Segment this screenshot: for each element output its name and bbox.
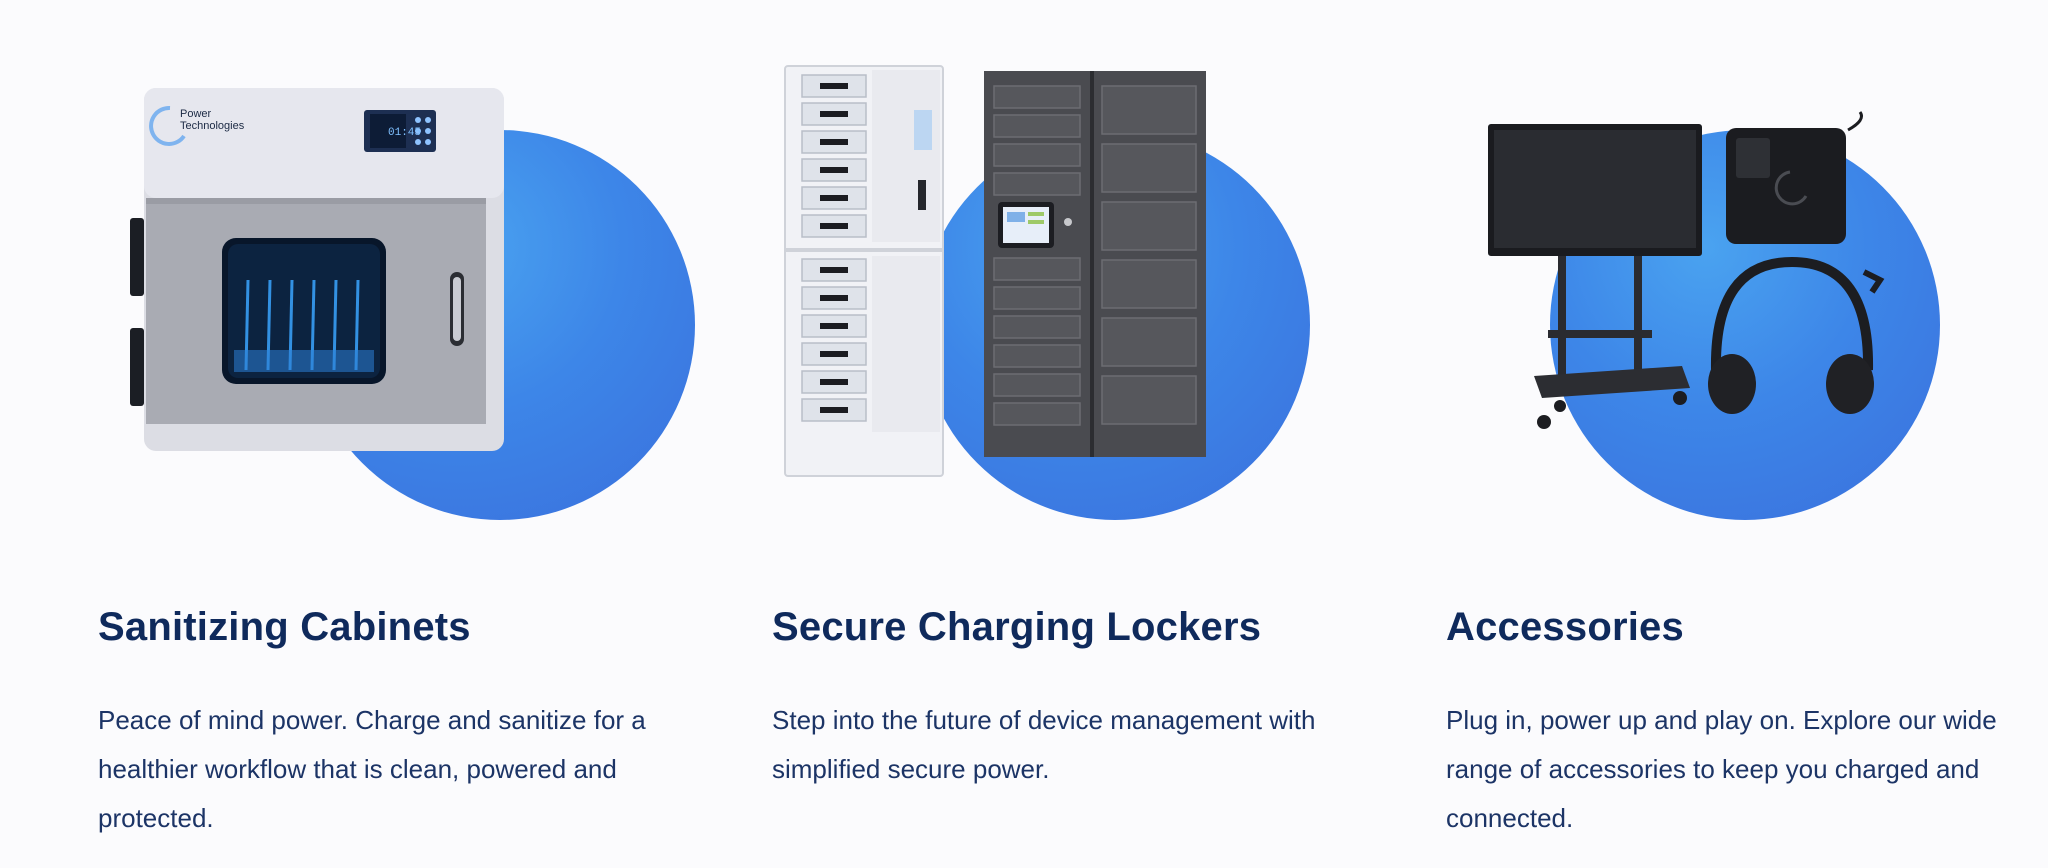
accessories-illustration: [1488, 111, 1885, 429]
card-title[interactable]: Accessories: [1446, 605, 1684, 649]
product-image-charging-lockers[interactable]: [772, 0, 1412, 540]
card-title[interactable]: Sanitizing Cabinets: [98, 605, 471, 649]
card-description: Plug in, power up and play on. Explore o…: [1446, 705, 1997, 833]
product-image-accessories[interactable]: [1446, 0, 2048, 540]
logo-line-1: Power: [180, 108, 212, 120]
product-card-accessories[interactable]: Accessories Plug in, power up and play o…: [1446, 0, 2048, 868]
product-image-sanitizing-cabinet[interactable]: 01:45 Power Technologies: [98, 0, 738, 540]
charging-lockers-illustration: [784, 65, 1206, 477]
cabinet-labels: 01:45 Power Technologies: [180, 108, 421, 139]
card-title[interactable]: Secure Charging Lockers: [772, 605, 1262, 649]
card-description: Step into the future of device managemen…: [772, 705, 1316, 784]
product-card-sanitizing-cabinets[interactable]: 01:45 Power Technologies Sanitizing Cabi…: [98, 0, 738, 868]
product-card-charging-lockers[interactable]: Secure Charging Lockers Step into the fu…: [772, 0, 1412, 868]
display-readout: 01:45: [388, 127, 421, 139]
logo-line-2: Technologies: [180, 120, 245, 132]
sanitizing-cabinet-illustration: [130, 88, 504, 451]
card-description: Peace of mind power. Charge and sanitize…: [98, 705, 646, 833]
